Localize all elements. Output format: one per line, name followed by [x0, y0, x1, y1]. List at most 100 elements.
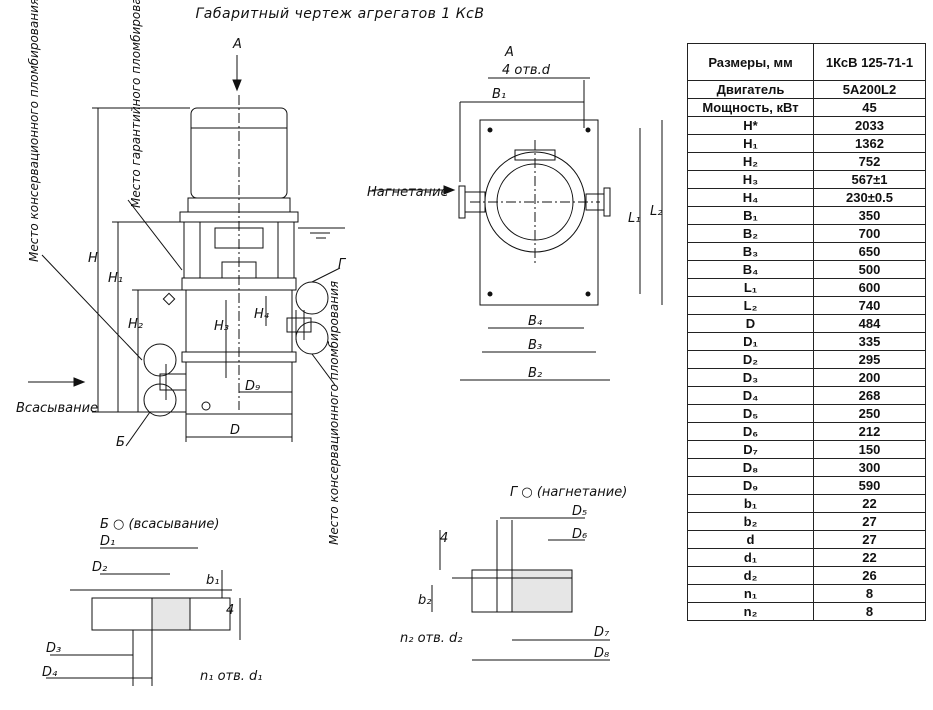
- param-value-cell: 26: [813, 566, 926, 585]
- suction-label: Всасывание: [16, 401, 98, 416]
- param-name-cell: n₁: [687, 584, 814, 603]
- param-value-cell: 22: [813, 494, 926, 513]
- param-value-cell: 150: [813, 440, 926, 459]
- param-name-cell: d₂: [687, 566, 814, 585]
- param-value-cell: 27: [813, 512, 926, 531]
- param-value-cell: 230±0.5: [813, 188, 926, 207]
- detail-g-title: Г ○ (нагнетание): [510, 485, 627, 500]
- param-name-cell: H₃: [687, 170, 814, 189]
- pump-front-view: [28, 55, 345, 447]
- dim-l2: L₂: [650, 204, 662, 219]
- param-value-cell: 200: [813, 368, 926, 387]
- dim-b3: B₃: [528, 338, 542, 353]
- param-name-cell: B₃: [687, 242, 814, 261]
- param-name-cell: D: [687, 314, 814, 333]
- param-value-cell: 22: [813, 548, 926, 567]
- param-name-cell: D₇: [687, 440, 814, 459]
- param-name-cell: B₁: [687, 206, 814, 225]
- param-value-cell: 700: [813, 224, 926, 243]
- dim-b2: B₂: [528, 366, 542, 381]
- dim-b4: B₄: [528, 314, 543, 329]
- dim-h1: H₁: [108, 271, 123, 286]
- mark-b: Б: [116, 435, 125, 450]
- dim-D1: D₁: [100, 534, 115, 549]
- dim-b2-detail: b₂: [418, 593, 431, 608]
- view-a-label: А: [504, 45, 514, 60]
- param-name-cell: d: [687, 530, 814, 549]
- dim-h4: H₄: [254, 307, 270, 322]
- dim-D6: D₆: [572, 527, 587, 542]
- drawing-title: Габаритный чертеж агрегатов 1 КсВ: [195, 6, 485, 22]
- param-value-cell: 2033: [813, 116, 926, 135]
- holes-d-label: 4 отв.d: [502, 63, 551, 78]
- param-name-cell: D₃: [687, 368, 814, 387]
- param-name-cell: b₂: [687, 512, 814, 531]
- dim-D2: D₂: [92, 560, 107, 575]
- seal-conservation-left-label: Место консервационного пломбирования: [27, 0, 41, 262]
- param-name-cell: L₂: [687, 296, 814, 315]
- param-name-cell: H*: [687, 116, 814, 135]
- param-name-cell: D₅: [687, 404, 814, 423]
- holes-n1-label: n₁ отв. d₁: [200, 669, 263, 684]
- param-value-cell: 600: [813, 278, 926, 297]
- param-value-cell: 27: [813, 530, 926, 549]
- view-a-arrow-label: А: [232, 37, 242, 52]
- param-name-cell: L₁: [687, 278, 814, 297]
- param-value-cell: 335: [813, 332, 926, 351]
- param-name-cell: B₂: [687, 224, 814, 243]
- dim-h: H: [88, 251, 98, 266]
- table-header-cell: Размеры, мм: [687, 43, 814, 81]
- pump-top-view: [372, 77, 663, 381]
- table-row: H*2033: [687, 116, 926, 135]
- dim-l1: L₁: [628, 211, 640, 226]
- param-name-cell: H₄: [687, 188, 814, 207]
- dim-D4: D₄: [42, 665, 58, 680]
- param-name-cell: D₉: [687, 476, 814, 495]
- param-name-cell: d₁: [687, 548, 814, 567]
- param-value-cell: 752: [813, 152, 926, 171]
- param-name-cell: B₄: [687, 260, 814, 279]
- param-name-cell: D₆: [687, 422, 814, 441]
- param-value-cell: 500: [813, 260, 926, 279]
- param-name-cell: D₄: [687, 386, 814, 405]
- param-name-cell: Двигатель: [687, 80, 814, 99]
- dim-D3: D₃: [46, 641, 61, 656]
- param-name-cell: H₂: [687, 152, 814, 171]
- mark-g: Г: [338, 257, 347, 272]
- param-name-cell: n₂: [687, 602, 814, 621]
- dim-d9: D₉: [245, 379, 260, 394]
- seal-warranty-label: Место гарантийного пломбирования: [129, 0, 143, 208]
- param-value-cell: 567±1: [813, 170, 926, 189]
- detail-b-suction: [46, 547, 241, 686]
- dim-b1: B₁: [492, 87, 506, 102]
- param-value-cell: 295: [813, 350, 926, 369]
- param-value-cell: 650: [813, 242, 926, 261]
- param-name-cell: b₁: [687, 494, 814, 513]
- param-value-cell: 250: [813, 404, 926, 423]
- table-header-row: Размеры, мм 1КсВ 125-71-1: [687, 43, 926, 81]
- param-value-cell: 300: [813, 458, 926, 477]
- param-value-cell: 8: [813, 584, 926, 603]
- detail-b-title: Б ○ (всасывание): [100, 517, 219, 532]
- dim-D7: D₇: [594, 625, 610, 640]
- seal-conservation-bottom-label: Место консервационного пломбирования: [327, 281, 341, 545]
- dim-b1-detail: b₁: [206, 573, 219, 588]
